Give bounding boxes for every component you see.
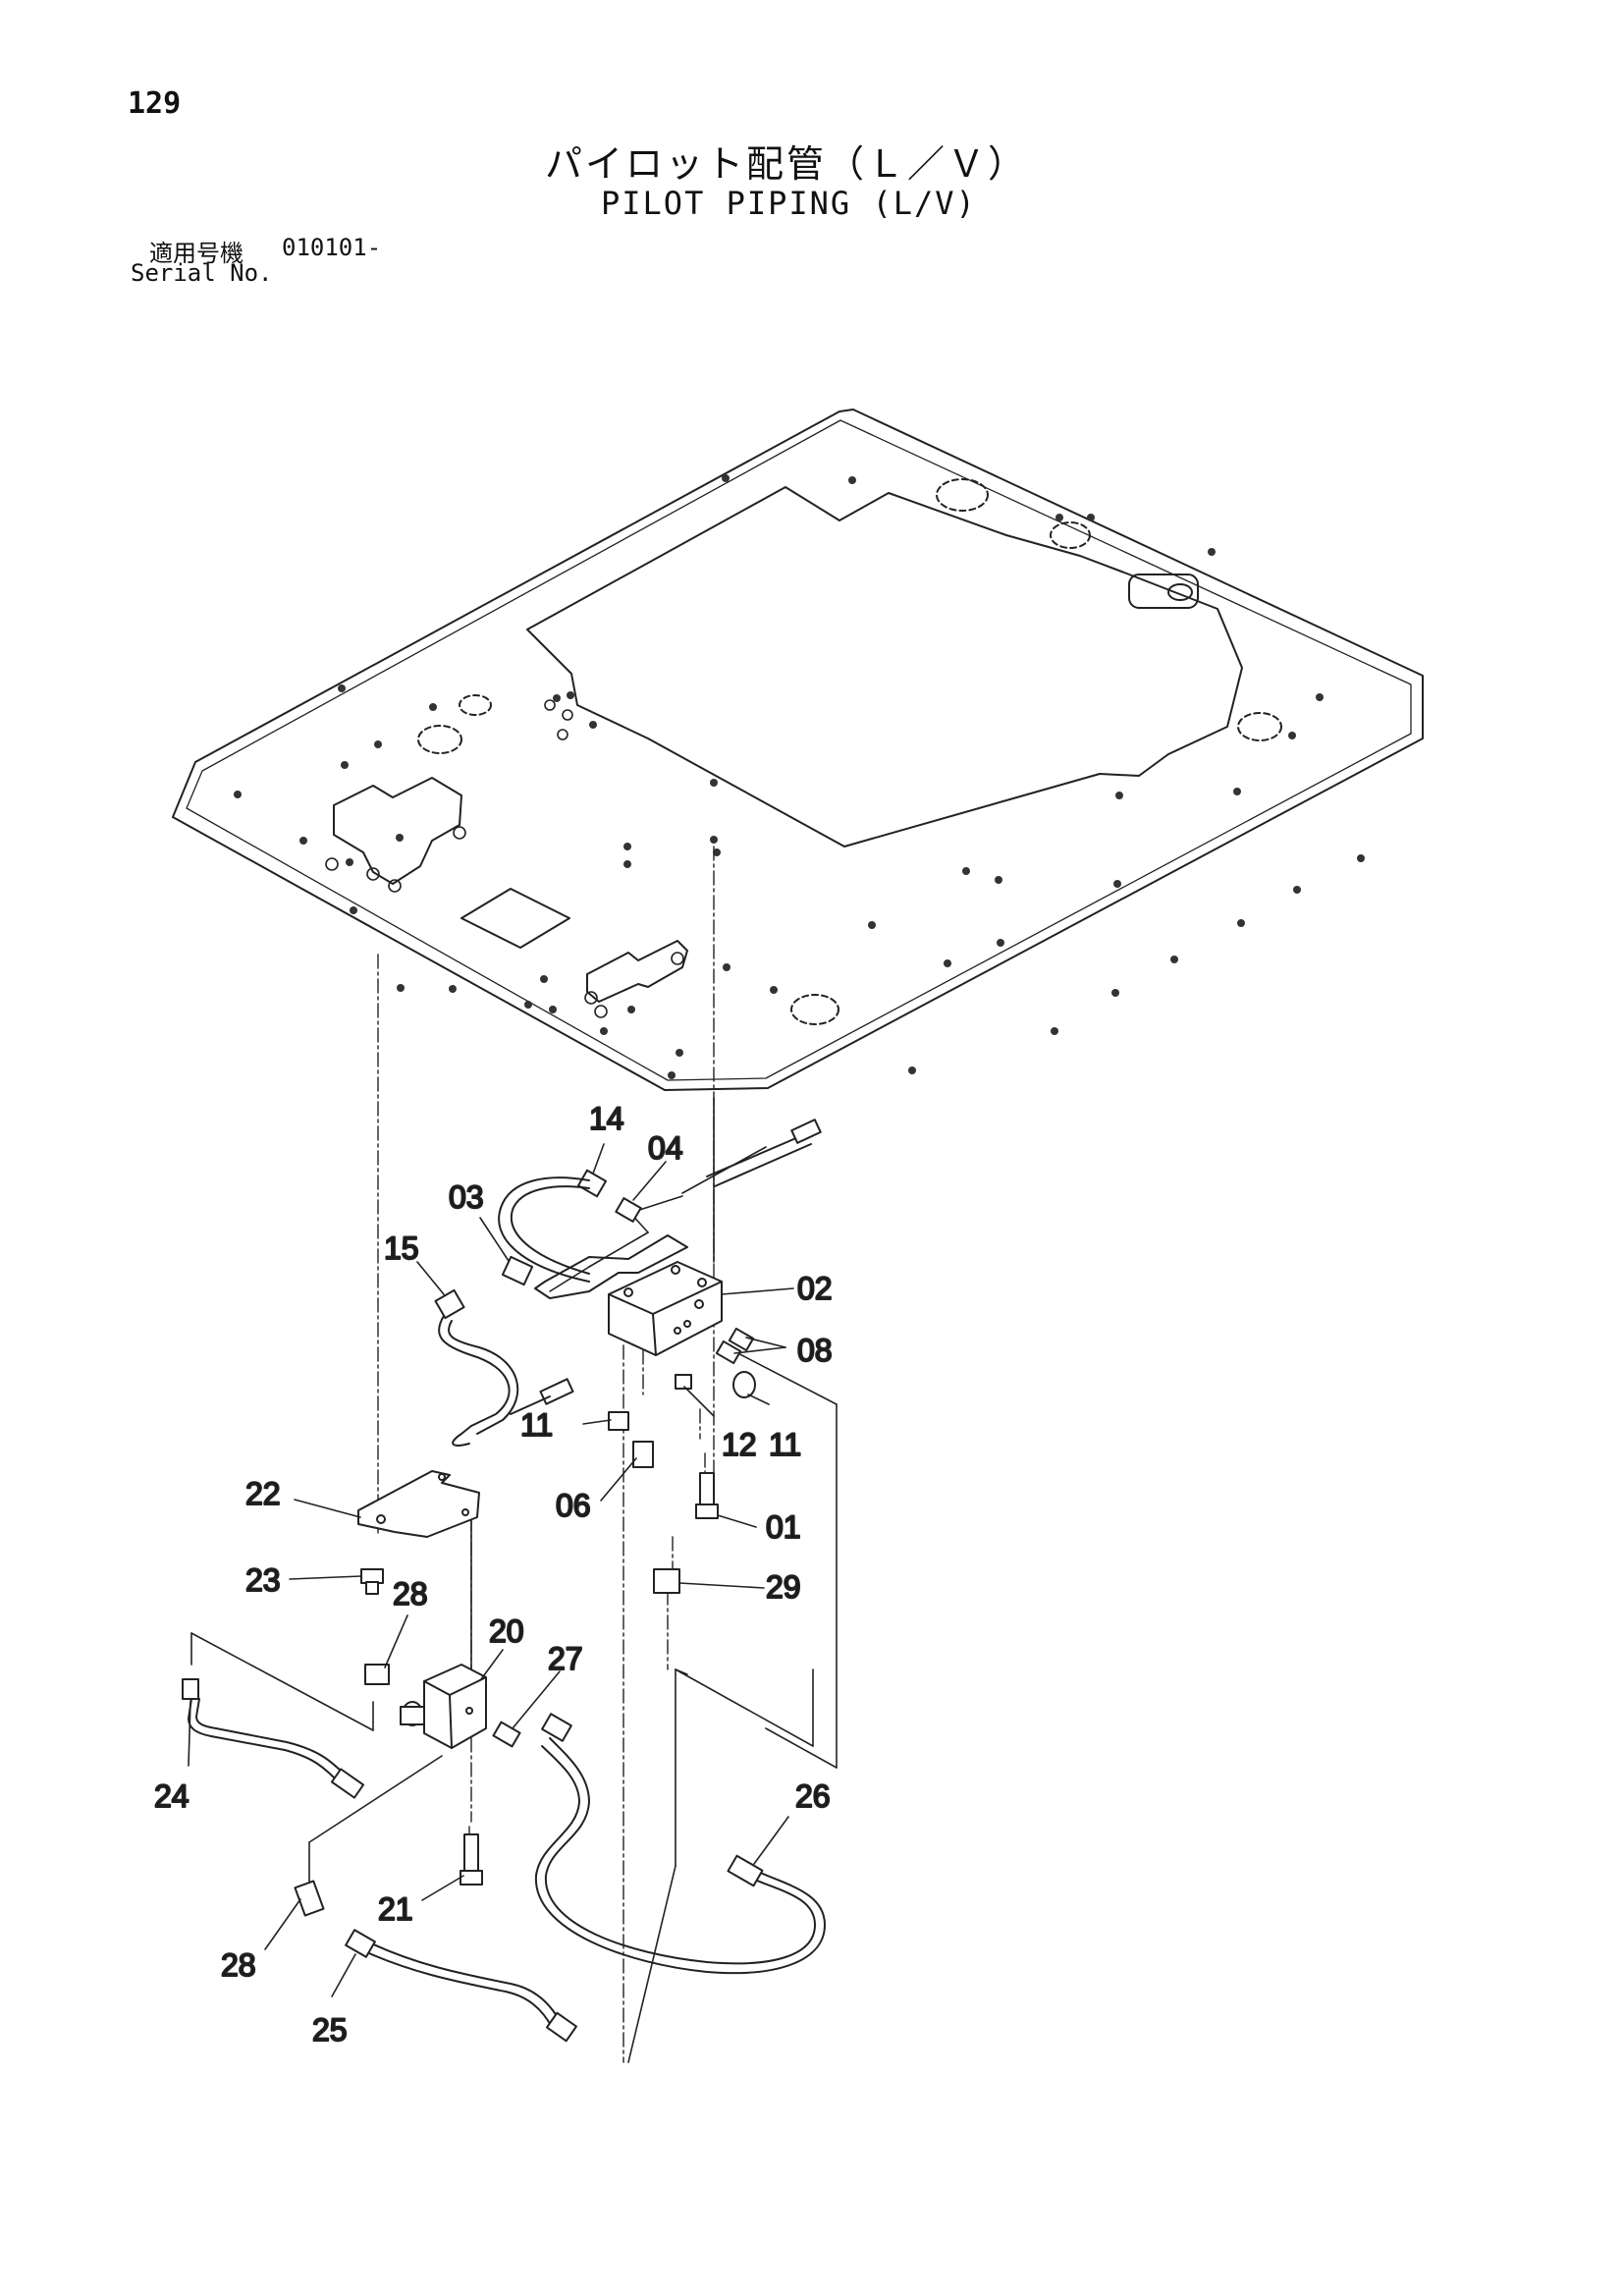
- part-28-elbow: [364, 1664, 390, 1685]
- callout-23: 23: [245, 1562, 281, 1598]
- part-14-fitting: [576, 1169, 608, 1198]
- part-27-fitting: [492, 1721, 521, 1748]
- callout-15: 15: [384, 1230, 419, 1266]
- floor-plate: [172, 409, 1424, 1091]
- part-11-plug: [608, 1411, 629, 1431]
- callout-25: 25: [312, 2012, 348, 2048]
- part-15-fitting: [434, 1288, 465, 1320]
- part-04-fitting: [615, 1197, 642, 1223]
- callout-29: 29: [766, 1569, 801, 1605]
- part-12-plug: [675, 1374, 692, 1390]
- callout-01: 01: [766, 1509, 801, 1545]
- callout-08: 08: [797, 1333, 833, 1368]
- reference-lines: [190, 1097, 838, 2063]
- callout-28: 28: [221, 1947, 256, 1983]
- callout-02: 02: [797, 1271, 833, 1306]
- callout-11: 11: [769, 1427, 801, 1462]
- callout-24: 24: [154, 1778, 189, 1814]
- callout-14: 14: [589, 1101, 624, 1136]
- callout-22: 22: [245, 1476, 281, 1511]
- callout-03: 03: [449, 1179, 484, 1215]
- plate-cutout: [526, 486, 1243, 847]
- part-15-hose: [438, 1315, 511, 1427]
- serial-label: Serial No.: [131, 259, 273, 287]
- part-23-bolt: [360, 1568, 384, 1595]
- callouts: 14 04 03 15 02 08 11 12 11 06 01 29 22 2…: [153, 1100, 834, 2049]
- part-21-bolt: [460, 1833, 483, 1886]
- callout-26: 26: [795, 1778, 831, 1814]
- callout-04: 04: [648, 1130, 683, 1166]
- serial-label-japanese: 適用号機: [149, 240, 243, 267]
- page-title: PILOT PIPING (L/V): [601, 185, 977, 222]
- part-25-hose: [362, 1939, 561, 2022]
- part-22-bracket: [357, 1470, 480, 1538]
- callout-21: 21: [378, 1891, 413, 1927]
- part-06-elbow: [632, 1441, 654, 1468]
- fittings: [182, 1169, 756, 1917]
- serial-range: 010101-: [282, 234, 382, 261]
- callout-06: 06: [556, 1488, 591, 1523]
- page-number: 129: [128, 86, 182, 121]
- callout-12: 12: [722, 1427, 757, 1462]
- callout-leaders: [188, 1143, 794, 1997]
- part-20-valve: [400, 1664, 487, 1749]
- part-14-hose: [498, 1176, 590, 1283]
- callout-27: 27: [548, 1641, 583, 1676]
- part-28-elbow: [294, 1880, 325, 1917]
- callout-28: 28: [393, 1576, 428, 1612]
- hoses: [188, 1119, 826, 2043]
- part-24-hose: [188, 1698, 340, 1783]
- part-02-valve-block: [608, 1261, 723, 1356]
- page-title-japanese: パイロット配管（Ｌ／Ｖ）: [545, 142, 1029, 186]
- part-08-fittings: [715, 1327, 755, 1365]
- part-29-elbow: [653, 1568, 680, 1594]
- part-24-fitting: [182, 1678, 199, 1700]
- part-01-bolt: [695, 1472, 719, 1519]
- part-26-hose: [544, 1737, 816, 1965]
- callout-11: 11: [520, 1407, 553, 1443]
- part-03-elbow: [501, 1255, 534, 1286]
- callout-20: 20: [489, 1613, 524, 1649]
- part-11-plug: [732, 1371, 756, 1398]
